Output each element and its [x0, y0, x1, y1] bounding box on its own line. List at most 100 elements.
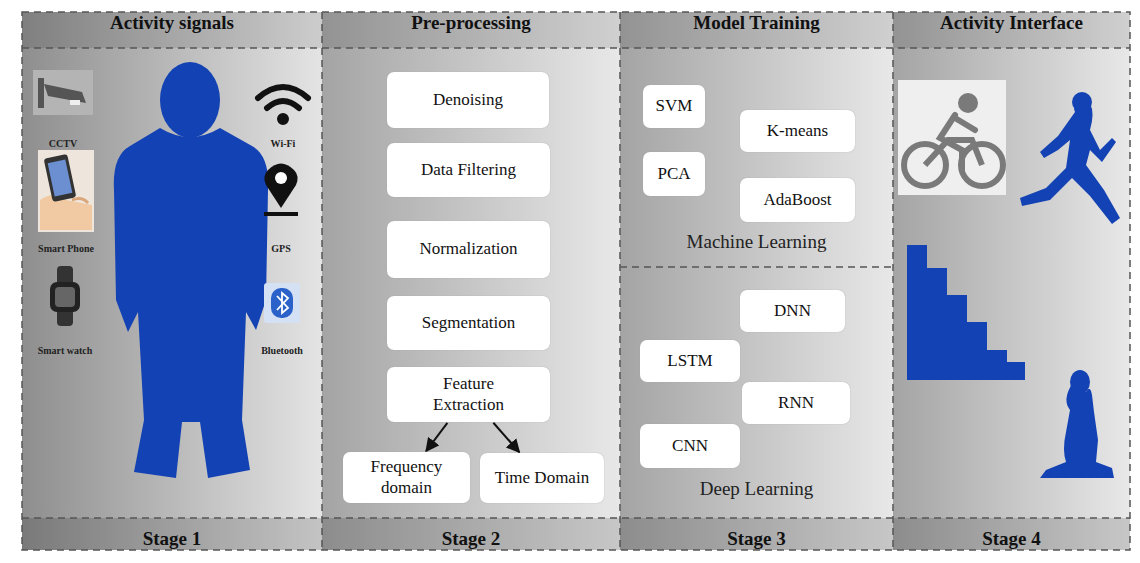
icon-label: Wi-Fi — [271, 138, 296, 149]
process-box: K-means — [740, 110, 855, 152]
process-box: DNN — [740, 290, 845, 332]
camera-mount — [38, 78, 44, 108]
kneeling-woman-icon — [1040, 370, 1114, 478]
pin — [264, 164, 297, 209]
icon-ground — [33, 70, 93, 115]
process-box: Segmentation — [387, 296, 550, 350]
cctv-icon — [33, 70, 93, 115]
stage-column: Activity InterfaceStage 4 — [893, 12, 1130, 550]
stage-band — [22, 518, 1130, 550]
process-box: AdaBoost — [740, 178, 855, 222]
stage-label: Stage 2 — [442, 528, 501, 550]
pin-hole — [275, 172, 287, 184]
process-box: Time Domain — [480, 453, 604, 503]
icon-ground — [898, 80, 1006, 195]
process-box: Denoising — [387, 72, 549, 128]
column-heading: Activity Interface — [940, 12, 1083, 34]
process-box: CNN — [640, 424, 740, 468]
box-label: Denoising — [433, 90, 503, 110]
smartphone-icon — [38, 150, 94, 232]
dashed-line — [22, 517, 1130, 519]
camera-lens — [70, 100, 80, 105]
process-box: Feature Extraction — [387, 367, 550, 422]
wifi-arc — [267, 101, 299, 108]
icon-caption: CCTV — [49, 133, 77, 151]
wifi-icon — [258, 87, 308, 122]
process-box: Data Filtering — [387, 143, 550, 197]
stage-label: Stage 3 — [727, 528, 786, 550]
process-box: RNN — [742, 382, 850, 424]
box-label: K-means — [767, 121, 828, 141]
dashed-line — [892, 12, 894, 550]
wifi-arc — [258, 87, 308, 98]
phone-screen — [48, 160, 73, 197]
stage-label: Stage 1 — [143, 528, 202, 550]
panel-label: Machine Learning — [687, 231, 827, 253]
watch-face — [55, 287, 75, 307]
column-heading: Activity signals — [110, 12, 234, 34]
icon-label: Smart watch — [38, 345, 93, 356]
bluetooth-icon — [264, 283, 300, 323]
head — [160, 62, 220, 138]
phone — [44, 154, 77, 202]
process-box: LSTM — [640, 340, 740, 382]
runner-icon — [1020, 92, 1120, 224]
cyclist-icon — [898, 80, 1006, 195]
dashed-dividers — [22, 12, 1130, 550]
icon-caption: Smart Phone — [38, 238, 94, 256]
box-label: Frequency domain — [357, 457, 457, 498]
box-label: Feature Extraction — [414, 374, 524, 415]
gps-icon — [264, 164, 298, 217]
process-box: Normalization — [387, 221, 550, 278]
icon-ground — [264, 283, 300, 323]
dashed-line — [619, 12, 621, 550]
dashed-line — [22, 47, 1130, 49]
column-ground — [620, 12, 893, 550]
runner-body — [1020, 103, 1120, 224]
smartwatch-icon — [50, 266, 80, 326]
stairs-icon — [907, 245, 1025, 380]
box-label: LSTM — [667, 351, 712, 371]
stage-column: Model TrainingStage 3Machine LearningSVM… — [620, 12, 893, 550]
box-label: AdaBoost — [764, 190, 832, 210]
process-box: Frequency domain — [343, 452, 470, 503]
box-label: Data Filtering — [421, 160, 516, 180]
icon-caption: Smart watch — [38, 340, 93, 358]
stage-column: Activity signalsStage 1 — [22, 12, 322, 550]
method-panel: Deep Learning DNN LSTM RNN CNN — [620, 267, 893, 518]
stage-column: Pre-processingStage 2 DenoisingData Filte… — [322, 12, 620, 550]
box-label: DNN — [774, 301, 811, 321]
icon-label: GPS — [271, 243, 290, 254]
icon-label: Smart Phone — [38, 243, 94, 254]
dashed-line — [321, 12, 323, 550]
process-box: SVM — [643, 85, 705, 128]
rider-head — [958, 93, 978, 113]
dashed-frame — [22, 12, 1130, 550]
column-heading: Pre-processing — [411, 12, 531, 34]
rider-arm — [955, 118, 975, 130]
method-panel: Machine Learning SVM K-meansPCA AdaBoost — [620, 48, 893, 267]
icon-caption: Wi-Fi — [271, 133, 296, 151]
arrow-connector — [426, 423, 447, 451]
wifi-dot — [280, 116, 286, 122]
panel-label: Deep Learning — [700, 478, 813, 500]
bluetooth-badge — [271, 288, 293, 318]
header-band — [22, 12, 1130, 48]
thumb — [72, 199, 88, 203]
icon-caption: GPS — [271, 238, 290, 256]
process-box: PCA — [643, 152, 705, 196]
box-label: PCA — [657, 164, 690, 184]
box-label: RNN — [778, 393, 814, 413]
column-ground — [893, 12, 1130, 550]
column-ground — [322, 12, 620, 550]
icon-ground — [38, 150, 94, 232]
body — [114, 128, 268, 478]
pin-base — [264, 212, 298, 216]
icon-label: CCTV — [49, 138, 77, 149]
box-label: Segmentation — [422, 313, 515, 333]
box-label: Time Domain — [495, 468, 589, 488]
stage-label: Stage 4 — [982, 528, 1041, 550]
bluetooth-rune — [277, 293, 288, 313]
icon-caption: Bluetooth — [261, 340, 303, 358]
